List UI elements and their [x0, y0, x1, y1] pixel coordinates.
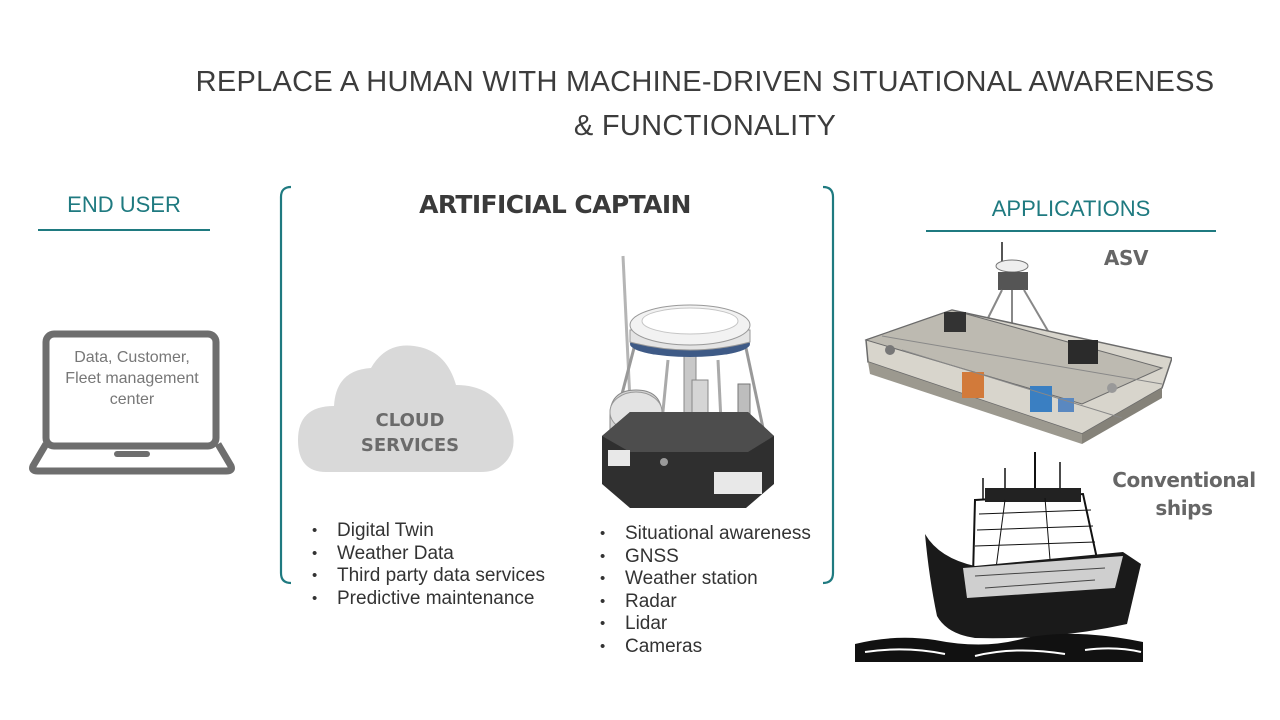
list-item: Third party data services — [310, 565, 545, 588]
list-item: Predictive maintenance — [310, 588, 545, 611]
cloud-services-list: Digital Twin Weather Data Third party da… — [310, 520, 545, 610]
conventional-ships-label: Conventional ships — [1112, 468, 1256, 520]
end-user-heading: END USER — [67, 192, 181, 217]
artificial-captain-heading: ARTIFICIAL CAPTAIN — [419, 190, 691, 219]
list-item: Radar — [598, 591, 811, 614]
list-item: Weather station — [598, 568, 811, 591]
artificial-captain-bracket — [279, 185, 835, 585]
list-item: Weather Data — [310, 543, 545, 566]
asv-image — [864, 242, 1172, 444]
cloud-services-label: CLOUD SERVICES — [360, 410, 460, 456]
list-item: GNSS — [598, 546, 811, 569]
laptop-icon — [29, 330, 235, 475]
sensor-unit-image — [602, 255, 774, 508]
list-item: Digital Twin — [310, 520, 545, 543]
cloud-icon — [298, 345, 514, 472]
asv-label: ASV — [1103, 246, 1149, 270]
sensors-list: Situational awareness GNSS Weather stati… — [598, 523, 811, 658]
applications-heading: APPLICATIONS — [991, 196, 1151, 221]
end-user-underline — [38, 229, 210, 231]
applications-underline — [926, 230, 1216, 232]
conventional-ship-image — [855, 452, 1143, 662]
list-item: Cameras — [598, 636, 811, 659]
title-line-1: REPLACE A HUMAN WITH MACHINE-DRIVEN SITU… — [195, 66, 1215, 98]
laptop-screen-text: Data, Customer, Fleet management center — [65, 349, 199, 408]
list-item: Situational awareness — [598, 523, 811, 546]
page-title: REPLACE A HUMAN WITH MACHINE-DRIVEN SITU… — [130, 60, 1280, 148]
title-line-2: & FUNCTIONALITY — [573, 110, 837, 142]
list-item: Lidar — [598, 613, 811, 636]
